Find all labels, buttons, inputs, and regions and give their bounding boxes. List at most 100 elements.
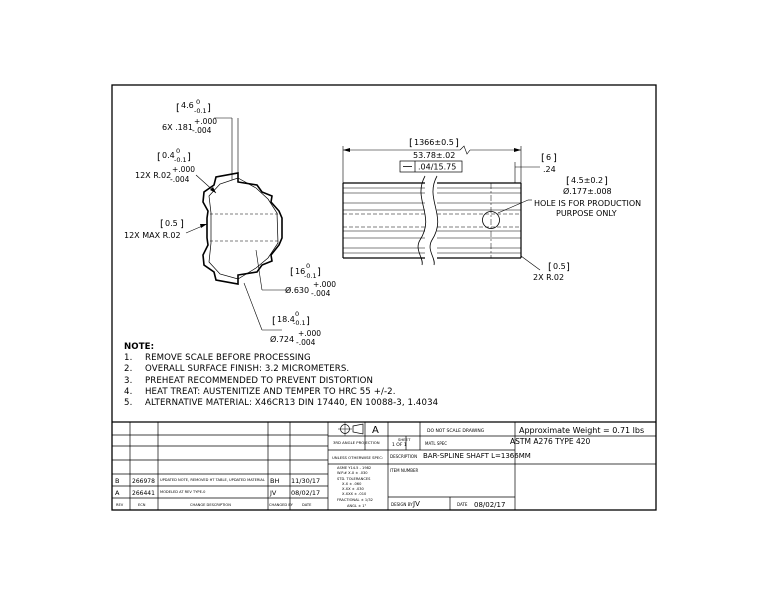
dim-slot-width-inch: 6X .181 xyxy=(162,123,193,132)
note-number: 5. xyxy=(124,398,133,409)
dim-root-radius-tol-plus: +.000 xyxy=(172,165,195,174)
svg-text:]: ] xyxy=(306,316,310,327)
note-text: OVERALL SURFACE FINISH: 3.2 MICROMETERS. xyxy=(145,364,350,375)
svg-text:[: [ xyxy=(272,316,276,327)
dim-length-mm: 1366±0.5 xyxy=(414,138,454,147)
dim-root-radius-lower: -0.1 xyxy=(174,156,187,164)
sheet-label: SHEET xyxy=(398,437,411,442)
svg-text:[: [ xyxy=(290,267,294,278)
rev-header-by: CHANGED BY xyxy=(269,503,294,507)
dim-root-radius-inch: 12X R.02 xyxy=(135,171,171,180)
rev-header-date: DATE xyxy=(302,503,312,507)
design-by-label: DESIGN BY xyxy=(391,502,413,507)
material-spec: ASTM A276 TYPE 420 xyxy=(510,437,591,446)
dim-end-chamfer-value: 6 xyxy=(546,153,551,162)
svg-text:[: [ xyxy=(160,219,164,230)
dim-max-radius-label: 12X MAX R.02 xyxy=(124,231,181,240)
revision-letter: A xyxy=(372,425,379,436)
rev-header-rev: REV xyxy=(116,503,124,507)
projection-label: 3RD ANGLE PROJECTION xyxy=(333,440,380,445)
title-block xyxy=(112,421,656,510)
material-label: MATL SPEC xyxy=(425,441,447,446)
dim-length-in: 53.78±.02 xyxy=(413,151,455,160)
svg-text:[: [ xyxy=(548,262,552,273)
note-number: 2. xyxy=(124,364,133,375)
dim-hole-value: 4.5±0.2 xyxy=(571,176,603,185)
svg-text:[: [ xyxy=(566,176,570,187)
note-number: 1. xyxy=(124,353,133,364)
rev-row-0-rev: B xyxy=(115,477,119,485)
rev-header-desc: CHANGE DESCRIPTION xyxy=(190,503,231,507)
dim-minor-dia-tol-plus: +.000 xyxy=(313,280,336,289)
svg-text:]: ] xyxy=(207,103,211,114)
tolerance-frame-value: .04/15.75 xyxy=(418,163,456,172)
note-number: 3. xyxy=(124,375,133,386)
spec-label: UNLESS OTHERWISE SPEC: xyxy=(332,455,383,460)
dim-root-radius-tol-minus: -.004 xyxy=(170,175,190,184)
rev-row-0-by: BH xyxy=(270,477,279,485)
drawing-border xyxy=(111,84,657,511)
approximate-weight: Approximate Weight = 0.71 lbs xyxy=(519,426,644,435)
note-item: 1. REMOVE SCALE BEFORE PROCESSING xyxy=(124,353,438,364)
note-item: 5. ALTERNATIVE MATERIAL: X46CR13 DIN 174… xyxy=(124,398,438,409)
svg-text:[: [ xyxy=(541,153,545,164)
dim-slot-width-tol-plus: +.000 xyxy=(194,117,217,126)
dim-hole-inch: Ø.177±.008 xyxy=(563,186,612,196)
dim-minor-dia-lower: -0.1 xyxy=(304,272,317,280)
dim-max-radius-value: 0.5 xyxy=(165,219,178,228)
dim-slot-width-bracket: [ xyxy=(176,103,180,114)
scale-note: DO NOT SCALE DRAWING xyxy=(427,428,485,434)
svg-text:]: ] xyxy=(566,262,570,273)
dim-slot-width-tol-minus: -.004 xyxy=(192,126,212,135)
rev-row-1-rev: A xyxy=(115,489,120,497)
design-by: JV xyxy=(412,500,420,508)
dim-major-dia-lower: -0.1 xyxy=(293,319,306,327)
rev-row-1-by: JV xyxy=(269,489,277,497)
description-label: DESCRIPTION xyxy=(390,454,417,459)
item-number-label: ITEM NUMBER xyxy=(390,468,419,473)
tolerance-line-5: X.XXX ± .010 xyxy=(342,492,367,496)
notes-title: NOTE: xyxy=(124,342,155,352)
dim-minor-dia-inch: Ø.630 xyxy=(285,285,309,295)
svg-text:]: ] xyxy=(604,176,608,187)
svg-text:[: [ xyxy=(409,138,413,149)
rev-header-ecn: ECN xyxy=(138,503,146,507)
svg-text:]: ] xyxy=(455,138,459,149)
note-text: HEAT TREAT: AUSTENITIZE AND TEMPER TO HR… xyxy=(145,386,396,397)
dim-major-dia-upper: 0 xyxy=(295,310,299,318)
svg-text:]: ] xyxy=(553,153,557,164)
hole-note-line1: HOLE IS FOR PRODUCTION xyxy=(534,199,641,208)
note-item: 4. HEAT TREAT: AUSTENITIZE AND TEMPER TO… xyxy=(124,387,438,398)
dim-root-radius-value: 0.4 xyxy=(162,151,175,160)
dim-minor-dia-tol-minus: -.004 xyxy=(311,289,331,298)
notes-block: NOTE: 1. REMOVE SCALE BEFORE PROCESSING … xyxy=(124,342,438,409)
tolerance-line-3: X.X ± .060 xyxy=(342,482,362,486)
spline-profile-outer xyxy=(202,172,283,285)
note-item: 3. PREHEAT RECOMMENDED TO PREVENT DISTOR… xyxy=(124,376,438,387)
note-text: PREHEAT RECOMMENDED TO PREVENT DISTORTIO… xyxy=(145,375,374,386)
dim-major-dia-tol-minus: -.004 xyxy=(296,338,316,347)
hole-note-line2: PURPOSE ONLY xyxy=(556,209,617,218)
note-number: 4. xyxy=(124,386,133,397)
tolerance-line-4: X.XX ± .030 xyxy=(342,487,365,491)
dim-major-dia-tol-plus: +.000 xyxy=(298,329,321,338)
end-view: [ 4.6 0 -0.1 ] 6X .181 +.000 -.004 [ 0.4… xyxy=(124,98,336,347)
drawing-date: 08/02/17 xyxy=(474,501,505,509)
tolerance-line-7: ANGL ± 1° xyxy=(347,504,367,508)
svg-text:]: ] xyxy=(187,152,191,163)
note-text: ALTERNATIVE MATERIAL: X46CR13 DIN 17440,… xyxy=(145,398,439,409)
rev-row-1-desc: MODELED AT REV TYPE-0 xyxy=(160,490,206,494)
dim-major-dia-value: 18.4 xyxy=(277,315,295,324)
rev-row-1-date: 08/02/17 xyxy=(291,489,320,497)
rev-row-1-ecn: 266441 xyxy=(132,490,155,497)
tolerance-line-1: W.P.# X.X ± .030 xyxy=(337,471,368,475)
rev-row-0-ecn: 266978 xyxy=(132,478,155,485)
dim-minor-dia-upper: 0 xyxy=(306,262,310,270)
dim-minor-dia-value: 16 xyxy=(295,267,305,276)
dim-slot-width-lower: -0.1 xyxy=(194,107,207,115)
svg-text:[: [ xyxy=(157,152,161,163)
dim-edge-radius-label: 2X R.02 xyxy=(533,273,564,282)
dim-edge-radius-value: 0.5 xyxy=(553,262,566,271)
dim-end-chamfer-inch: .24 xyxy=(543,165,556,174)
part-description: BAR-SPLINE SHAFT L=1366MM xyxy=(423,452,531,460)
